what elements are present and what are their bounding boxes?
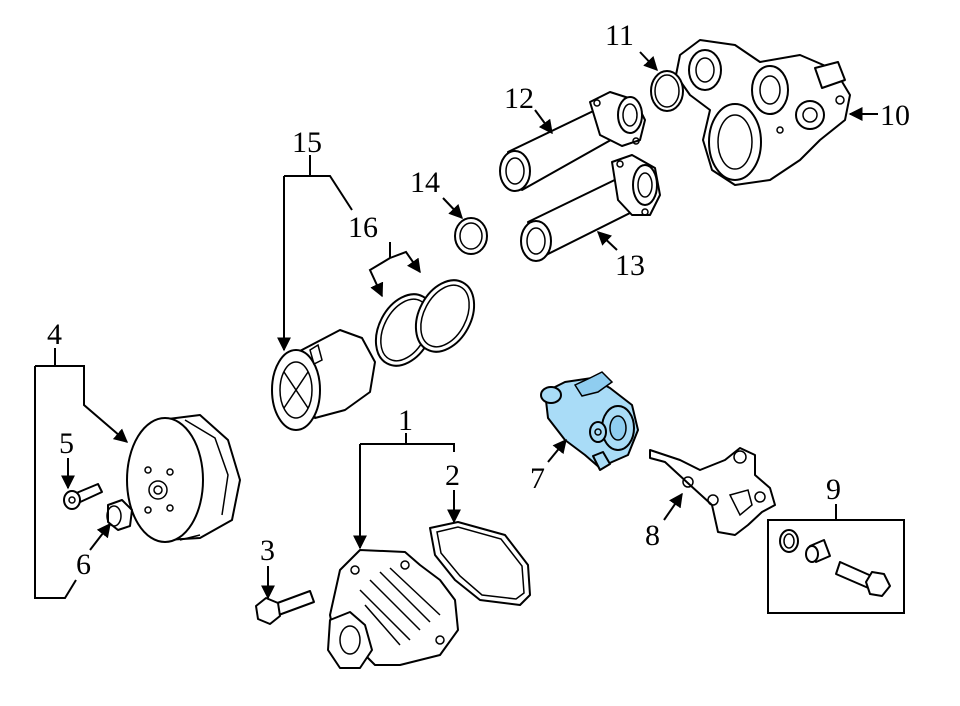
callout-14: 14 [410, 166, 440, 199]
part-11-o-ring [650, 70, 684, 112]
callout-1: 1 [398, 404, 413, 437]
part-7-housing-highlighted [540, 371, 639, 471]
part-1-water-pump [327, 549, 459, 669]
part-15-thermostat [271, 329, 376, 431]
part-5-bolt [63, 483, 103, 510]
part-9-kit [767, 519, 905, 614]
callout-10: 10 [880, 99, 910, 132]
callout-7: 7 [530, 462, 545, 495]
callout-11: 11 [605, 19, 634, 52]
part-14-ring [454, 217, 488, 255]
part-2-gasket [429, 521, 531, 606]
part-16-o-rings [374, 279, 476, 367]
callout-16: 16 [348, 211, 378, 244]
part-8-bracket [649, 447, 776, 536]
part-10-housing [675, 39, 851, 186]
part-4-pulley [126, 414, 241, 543]
part-6-cap [106, 499, 133, 531]
part-12-pipe [499, 91, 646, 192]
callout-5: 5 [59, 427, 74, 460]
callout-labels: 1 2 3 4 5 6 7 8 9 10 11 12 13 14 15 16 [47, 19, 910, 581]
callout-3: 3 [260, 534, 275, 567]
part-13-pipe [520, 154, 661, 262]
callout-12: 12 [504, 82, 534, 115]
part-3-bolt [255, 590, 315, 625]
callout-13: 13 [615, 249, 645, 282]
callout-6: 6 [76, 548, 91, 581]
leader-lines [34, 51, 878, 600]
callout-8: 8 [645, 519, 660, 552]
callout-9: 9 [826, 473, 841, 506]
callout-2: 2 [445, 459, 460, 492]
callout-4: 4 [47, 318, 62, 351]
callout-15: 15 [292, 126, 322, 159]
